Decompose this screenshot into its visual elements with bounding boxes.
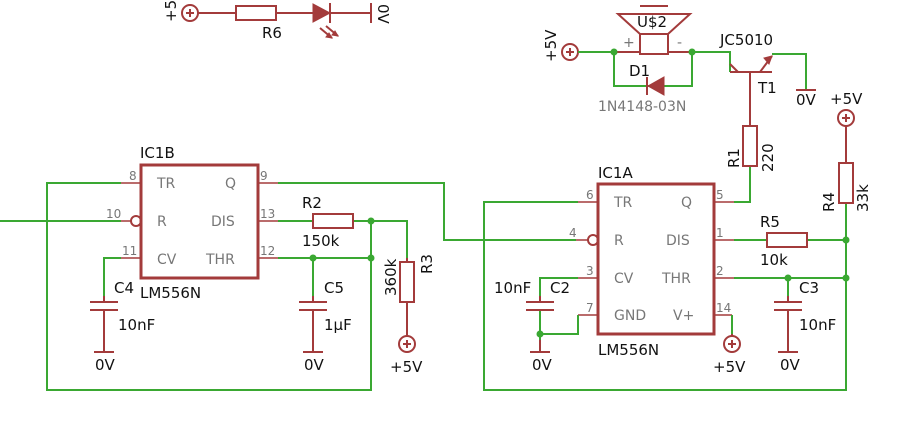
- ic1a: IC1A LM556N TR R CV GND Q DIS THR V+ 6 4…: [569, 164, 734, 359]
- ic1a-wires: [483, 166, 850, 391]
- speaker-minus: -: [677, 35, 682, 51]
- ic1a-pin-gnd: GND: [614, 308, 646, 324]
- ic1b-wires: [0, 182, 576, 391]
- speaker-plus: +: [623, 35, 635, 51]
- c3-ref: C3: [799, 279, 819, 297]
- led-branch: +5V R6 0V: [162, 0, 392, 42]
- r1-ref: R1: [725, 148, 743, 168]
- c2-ref: C2: [550, 279, 570, 297]
- ic1b-pin-r: R: [157, 214, 167, 230]
- ic1b-pin-cv: CV: [157, 252, 177, 268]
- d1-value: 1N4148-03N: [598, 99, 686, 115]
- gnd-label: 0V: [374, 4, 392, 25]
- ic1b-pin-dis: DIS: [211, 214, 235, 230]
- r1-value: 220: [759, 143, 777, 172]
- ic1a-ref: IC1A: [598, 164, 633, 182]
- r4-vcc-label: +5V: [830, 90, 863, 108]
- r3-value: 360k: [382, 258, 400, 296]
- ic1b-ref: IC1B: [140, 144, 175, 162]
- d1-ref: D1: [629, 62, 650, 80]
- diode-icon: [646, 76, 665, 96]
- ic1a-body: [596, 182, 716, 336]
- capacitor-c2: C2 10nF 0V: [494, 279, 570, 374]
- ic1b-num-13: 13: [260, 207, 275, 221]
- resistor-r1: R1 220: [725, 90, 777, 172]
- ic1a-pin-dis: DIS: [666, 233, 690, 249]
- c3-value: 10nF: [799, 316, 836, 334]
- ic1b-num-8: 8: [129, 169, 137, 183]
- ic1a-num-5: 5: [716, 188, 724, 202]
- c2-value: 10nF: [494, 279, 531, 297]
- c5-ref: C5: [324, 279, 344, 297]
- transistor-t1: JC5010 0V T1: [719, 31, 817, 109]
- ic1a-vcc: +5V: [713, 334, 746, 376]
- resistor-r5: R5 10k: [760, 213, 808, 269]
- ic1a-pin-tr: TR: [613, 195, 633, 211]
- capacitor-c3: C3 10nF 0V: [774, 279, 836, 374]
- ic1a-num-2: 2: [716, 264, 724, 278]
- ic1b-part: LM556N: [140, 284, 201, 302]
- ic1b-body: [139, 163, 260, 280]
- r5-value: 10k: [760, 251, 788, 269]
- vcc-plus-mark: [186, 9, 194, 17]
- ic1a-num-14: 14: [716, 301, 731, 315]
- r3-ref: R3: [418, 254, 436, 274]
- ic1b-pin-tr: TR: [156, 176, 176, 192]
- r3-vcc-label: +5V: [390, 358, 423, 376]
- c4-ref: C4: [114, 279, 134, 297]
- c2-gnd-label: 0V: [532, 356, 553, 374]
- ic1a-num-6: 6: [586, 188, 594, 202]
- ic1b: IC1B LM556N TR R CV Q DIS THR 8 10 11 9 …: [106, 144, 278, 302]
- c4-value: 10nF: [118, 316, 155, 334]
- c5-value: 1µF: [324, 316, 352, 334]
- ic1b-num-11: 11: [122, 244, 137, 258]
- t1-ref: T1: [757, 79, 777, 97]
- ic1b-pin-thr: THR: [205, 252, 235, 268]
- resistor-r6: [235, 5, 277, 21]
- resistor-r2: R2 150k: [302, 194, 354, 250]
- ic1a-vcc-label: +5V: [713, 358, 746, 376]
- ic1b-num-12: 12: [260, 244, 275, 258]
- r5-ref: R5: [760, 213, 780, 231]
- r4-ref: R4: [820, 192, 838, 212]
- speaker-ref: U$2: [637, 13, 667, 31]
- t1-gnd-label: 0V: [796, 91, 817, 109]
- r4-value: 33k: [854, 184, 872, 212]
- ic1a-pin-vplus: V+: [673, 308, 694, 324]
- capacitor-c4: C4 10nF 0V: [90, 279, 155, 374]
- r2-ref: R2: [302, 194, 322, 212]
- diode-d1: D1 1N4148-03N: [598, 62, 686, 115]
- speaker-vcc-label: +5V: [542, 29, 560, 62]
- ic1b-num-10: 10: [106, 207, 121, 221]
- resistor-r4: +5V R4 33k: [820, 90, 872, 212]
- capacitor-c5: C5 1µF 0V: [299, 279, 352, 374]
- led-diode-icon: [312, 3, 332, 23]
- ic1a-part: LM556N: [598, 341, 659, 359]
- r6-ref: R6: [262, 24, 282, 42]
- ic1b-pin-q: Q: [225, 176, 236, 192]
- ic1b-num-9: 9: [260, 169, 268, 183]
- c5-gnd-label: 0V: [304, 356, 325, 374]
- ic1a-pin-q: Q: [681, 195, 692, 211]
- ic1a-num-1: 1: [716, 226, 724, 240]
- r2-value: 150k: [302, 232, 340, 250]
- ic1a-pin-r: R: [614, 233, 624, 249]
- ic1a-num-7: 7: [586, 301, 594, 315]
- t1-value: JC5010: [719, 31, 773, 49]
- c3-gnd-label: 0V: [780, 356, 801, 374]
- ic1a-num-3: 3: [586, 264, 594, 278]
- speaker-u2: U$2 + -: [614, 5, 693, 55]
- c4-gnd-label: 0V: [95, 356, 116, 374]
- ic1a-num-4: 4: [569, 226, 577, 240]
- vcc-label: +5V: [162, 0, 180, 22]
- resistor-r3: 360k R3 +5V: [382, 254, 436, 376]
- ic1a-pin-thr: THR: [661, 271, 691, 287]
- ic1a-pin-cv: CV: [614, 271, 634, 287]
